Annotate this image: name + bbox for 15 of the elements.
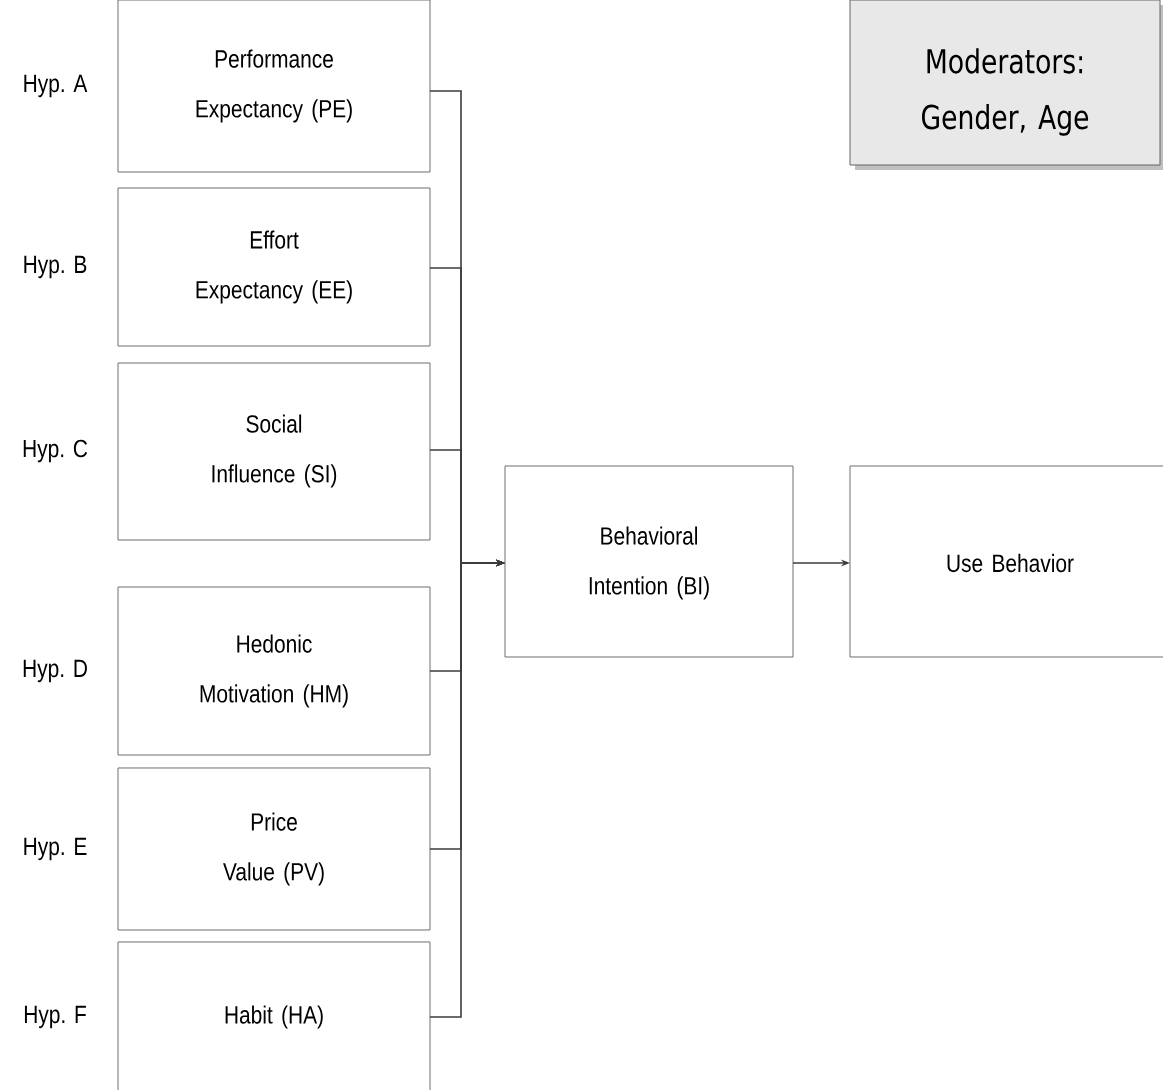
concept-box: Behavioral Intention (BI) <box>504 465 794 658</box>
concept-box: Use Behavior <box>849 465 1163 658</box>
hypothesis-label: Hyp. F <box>24 1005 86 1029</box>
hypothesis-label: Hyp. A <box>24 74 88 98</box>
concept-box: Habit (HA) <box>117 941 431 1090</box>
hypothesis-label: Hyp. C <box>23 439 88 463</box>
concept-box: Moderators: Gender, Age <box>849 0 1161 166</box>
concept-box: Performance Expectancy (PE) <box>117 0 431 173</box>
hypothesis-label: Hyp. D <box>23 659 87 683</box>
hypothesis-label: Hyp. E <box>24 837 87 861</box>
concept-box: Social Influence (SI) <box>117 362 431 541</box>
concept-box: Hedonic Motivation (HM) <box>117 586 431 756</box>
hypothesis-label: Hyp. B <box>24 255 87 279</box>
concept-box: Effort Expectancy (EE) <box>117 187 431 347</box>
concept-box: Price Value (PV) <box>117 767 431 931</box>
